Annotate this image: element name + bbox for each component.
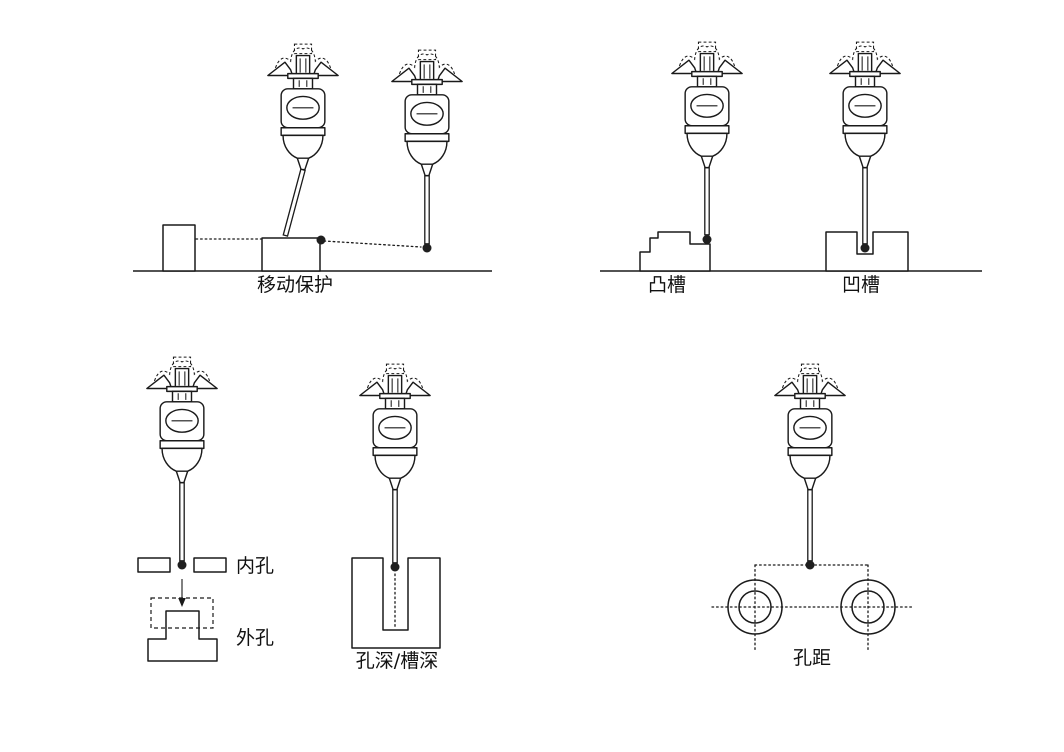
touch-probe: [391, 49, 463, 177]
inner-hole-wall-right: [193, 557, 227, 573]
right-hole-outer-circle: [840, 579, 896, 635]
probe-ball: [316, 235, 326, 245]
label-convex-groove: 凸槽: [648, 274, 686, 296]
probe-ball: [702, 235, 712, 244]
probe-stylus: [392, 489, 398, 564]
touch-probe: [774, 363, 846, 491]
travel-path-dotted-line: [323, 240, 422, 248]
convex-groove-block: [639, 231, 711, 272]
touch-probe: [671, 41, 743, 169]
concave-groove-block: [825, 231, 909, 272]
probe-ball: [390, 562, 400, 572]
figure-inner-outer-hole: 内孔 外孔: [137, 356, 274, 662]
target-block: [261, 237, 321, 272]
label-hole-distance: 孔距: [793, 647, 831, 669]
figure-hole-depth: 孔深/槽深: [351, 363, 441, 672]
probe-ball: [177, 560, 187, 570]
probe-ball: [860, 243, 870, 253]
left-hole-outer-circle: [727, 579, 783, 635]
probe-stylus-tilted: [282, 168, 306, 237]
figure-move-protection: 移动保护: [133, 43, 492, 296]
probe-stylus: [424, 175, 430, 245]
reference-block: [162, 224, 196, 272]
figure-grooves: 凸槽 凹槽: [600, 41, 982, 296]
right-hole-inner-circle: [851, 590, 885, 624]
touch-probe: [267, 43, 339, 171]
outer-hole-block: [147, 610, 218, 662]
down-arrow-head: [178, 598, 186, 607]
left-hole-inner-circle: [738, 590, 772, 624]
label-concave-groove: 凹槽: [842, 274, 880, 296]
probe-stylus: [704, 167, 710, 236]
probe-ball: [422, 243, 432, 253]
probe-stylus: [807, 489, 813, 562]
label-outer-hole: 外孔: [236, 627, 274, 649]
slot-block: [351, 557, 441, 649]
label-inner-hole: 内孔: [236, 555, 274, 577]
label-move-protection: 移动保护: [257, 274, 333, 296]
label-hole-depth: 孔深/槽深: [356, 650, 438, 672]
inner-hole-wall-left: [137, 557, 171, 573]
touch-probe: [146, 356, 218, 484]
probe-stylus: [179, 482, 185, 562]
touch-probe: [829, 41, 901, 169]
probe-path-dashed-box: [150, 597, 214, 629]
probe-stylus: [862, 167, 868, 245]
figure-hole-distance: 孔距: [711, 363, 914, 669]
probe-ball: [805, 560, 815, 570]
touch-probe: [359, 363, 431, 491]
